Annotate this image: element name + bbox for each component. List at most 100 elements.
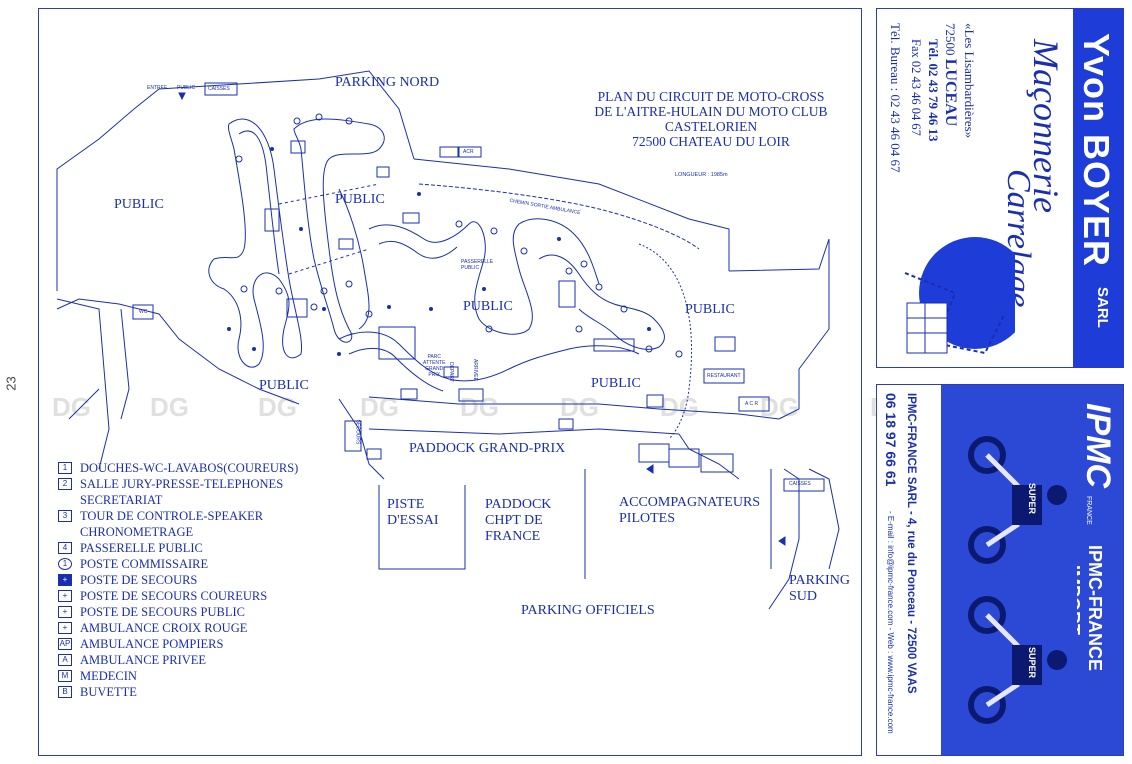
boyer-band <box>1073 9 1123 367</box>
ipmc-phone: 06 18 97 66 61 <box>883 393 899 487</box>
label-caisses: CAISSES <box>208 86 230 92</box>
building <box>668 448 700 468</box>
building <box>700 453 734 473</box>
ipmc-logo-text: IPMC <box>1079 403 1117 488</box>
label-arrivee: ARRIVEE <box>471 359 478 381</box>
ipmc-logo-sub: FRANCE <box>1085 496 1092 525</box>
building <box>714 336 736 352</box>
area-public: PUBLIC <box>259 378 309 393</box>
ipmc-bottom-band <box>877 385 941 755</box>
site-boundary <box>56 298 300 405</box>
legend-symbol: 3 <box>58 510 72 522</box>
site-boundary <box>56 298 110 470</box>
track-east <box>538 254 665 350</box>
site-boundary <box>368 396 780 420</box>
building <box>378 326 416 360</box>
ipmc-contact: - E-mail : info@ipmc-france.com - Web : … <box>886 511 895 734</box>
legend-label: POSTE DE SECOURS COUREURS <box>80 589 268 603</box>
legend-symbol: 4 <box>58 542 72 554</box>
site-boundary <box>413 158 730 271</box>
legend-symbol: 1 <box>58 462 72 474</box>
building <box>558 418 574 430</box>
map-title-line: CASTELORIEN <box>664 119 758 134</box>
boyer-circle-graphic <box>904 237 1015 355</box>
watermark: DG <box>560 392 599 422</box>
label-public-gate: PUBLIC <box>177 85 196 91</box>
site-boundary <box>378 485 466 570</box>
building <box>290 140 306 154</box>
track-outer <box>208 118 303 368</box>
legend-item: +POSTE DE SECOURS <box>58 572 298 588</box>
map-title-line: DE L'AITRE-HULAIN DU MOTO CLUB <box>594 104 828 119</box>
ipmc-title-1: IPMC-FRANCE <box>1085 545 1105 671</box>
site-boundary <box>728 238 830 420</box>
building <box>439 146 459 158</box>
label-depart: DEPART <box>447 362 454 382</box>
label-entree: ENTREE <box>147 85 168 91</box>
area-parking-sud: PARKING SUD <box>789 573 850 604</box>
legend-symbol: M <box>58 670 72 682</box>
boyer-fax: Fax 02 43 46 04 67 <box>909 39 923 136</box>
page-number: 23 <box>3 376 19 391</box>
label-restaurant: RESTAURANT <box>707 373 741 379</box>
ipmc-products: Pocket Bikes , Trottinettes, Quads, Moto… <box>922 393 939 689</box>
ipmc-bike-text: SUPER <box>1027 647 1037 679</box>
building <box>344 420 362 452</box>
building <box>443 366 459 378</box>
building <box>204 82 238 96</box>
watermark: DG <box>360 392 399 422</box>
building <box>286 298 308 318</box>
building <box>593 338 635 352</box>
site-boundary <box>120 308 130 420</box>
area-public: PUBLIC <box>463 299 513 314</box>
label-parc-attente: PARC ATTENTE GRAND PRIX <box>423 354 446 378</box>
ipmc-logo: IPMC FRANCE <box>1078 403 1117 525</box>
boyer-tel: Tél. 02 43 79 46 13 <box>926 39 941 142</box>
ipmc-bike-text: SUPER <box>1027 483 1037 515</box>
building <box>338 238 354 250</box>
legend-label: AMBULANCE CROIX ROUGE <box>80 621 248 635</box>
legend-label: AMBULANCE PRIVEE <box>80 653 207 667</box>
label-acr: A C R <box>745 401 759 407</box>
area-public: PUBLIC <box>685 302 735 317</box>
track-inner <box>238 130 280 275</box>
building <box>458 146 482 158</box>
watermark: DG <box>460 392 499 422</box>
track-south <box>338 331 640 382</box>
site-boundary <box>56 70 415 291</box>
legend-symbol: AP <box>58 638 72 650</box>
building <box>400 388 418 400</box>
track-west-center <box>338 188 370 330</box>
area-accompagnateurs: ACCOMPAGNATEURS PILOTES <box>619 495 761 526</box>
area-piste-essai: PISTE D'ESSAI <box>387 497 439 528</box>
building <box>132 304 154 320</box>
circuit-drawing <box>56 70 840 610</box>
legend-item: +POSTE DE SECOURS PUBLIC <box>58 604 298 620</box>
site-boundary <box>768 468 800 610</box>
label-acr: ACR <box>463 149 474 155</box>
map-title: PLAN DU CIRCUIT DE MOTO-CROSS DE L'AITRE… <box>551 89 871 149</box>
exit-road <box>418 183 700 250</box>
map-title-line: PLAN DU CIRCUIT DE MOTO-CROSS <box>597 89 825 104</box>
legend-symbol: + <box>58 574 72 586</box>
legend-label: BUVETTE <box>80 685 137 699</box>
boyer-address-1: «Les Lisambardières» <box>962 23 977 139</box>
label-wc: WC <box>139 309 148 315</box>
area-parking-officiels: PARKING OFFICIELS <box>521 603 655 618</box>
legend-item: B BUVETTE <box>58 684 298 700</box>
building <box>264 208 280 232</box>
building <box>703 368 745 384</box>
legend-symbol: B <box>58 686 72 698</box>
building <box>783 478 825 492</box>
area-public: PUBLIC <box>335 192 385 207</box>
gate-marker <box>778 536 786 546</box>
site-boundary <box>368 428 680 435</box>
building <box>738 396 770 412</box>
ad-boyer: Yvon BOYER SARL Maçonnerie Carrelage «Le… <box>876 8 1124 368</box>
ipmc-address: IPMC-FRANCE SARL - 4, rue du Ponceau - 7… <box>905 393 917 694</box>
